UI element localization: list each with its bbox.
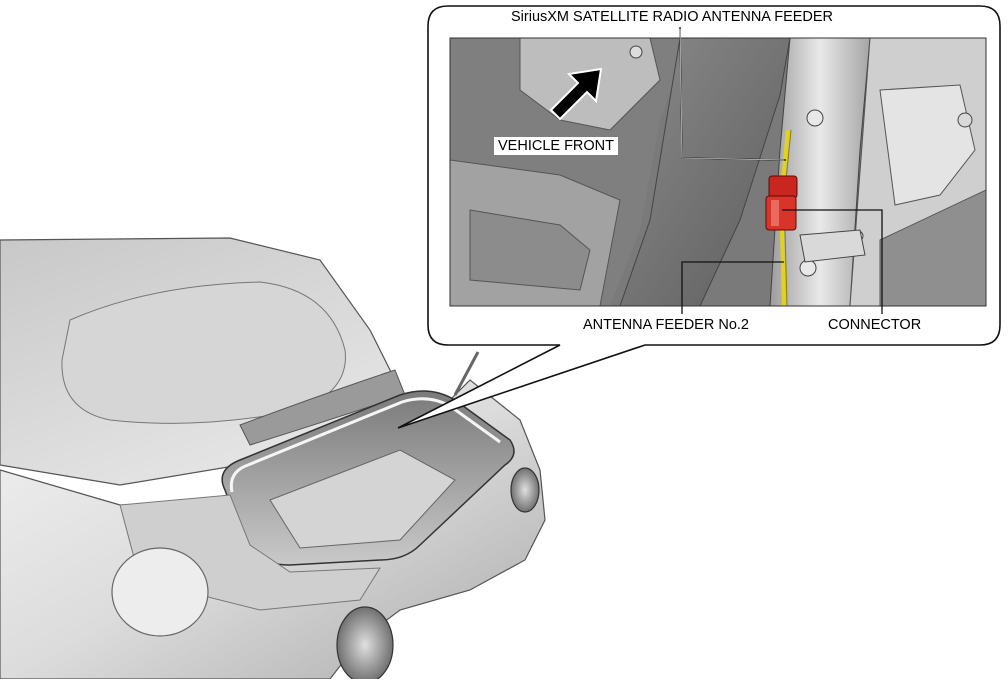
- car-illustration: [0, 237, 546, 684]
- detail-floor-ridge: [469, 209, 591, 291]
- detail-bolt-pillar-1: [806, 109, 824, 127]
- trunk-rim: [229, 397, 501, 493]
- vehicle-front-arrow: [549, 67, 603, 121]
- leader-antenna-2: [681, 261, 784, 314]
- detail-clip-bracket: [799, 229, 866, 263]
- detail-right-frame: [879, 84, 976, 206]
- leader-connector: [782, 209, 883, 314]
- label-vehicle-front: VEHICLE FRONT: [494, 137, 619, 155]
- detail-view: [450, 38, 986, 306]
- detail-center-panel: [619, 38, 791, 306]
- detail-frame: [449, 37, 987, 307]
- detail-right-lower: [879, 189, 986, 306]
- trunk-floor: [269, 449, 456, 549]
- label-satellite-radio-antenna-feeder: SiriusXM SATELLITE RADIO ANTENNA FEEDER: [511, 9, 834, 25]
- connector-part: [765, 175, 798, 231]
- tail-lamp-left: [336, 606, 394, 684]
- fuel-lid: [111, 547, 209, 637]
- detail-bolt-right: [957, 112, 973, 128]
- leader-lines: [679, 26, 883, 314]
- tail-lamp-right: [510, 467, 540, 513]
- leader-feeder-white: [679, 28, 785, 161]
- car-rear-window: [61, 281, 346, 424]
- car-antenna: [453, 351, 480, 396]
- detail-bolt-top: [629, 45, 643, 59]
- detail-bolt-pillar-2: [799, 259, 817, 277]
- label-connector: CONNECTOR: [828, 317, 922, 333]
- label-antenna-feeder-no2: ANTENNA FEEDER No.2: [583, 317, 749, 333]
